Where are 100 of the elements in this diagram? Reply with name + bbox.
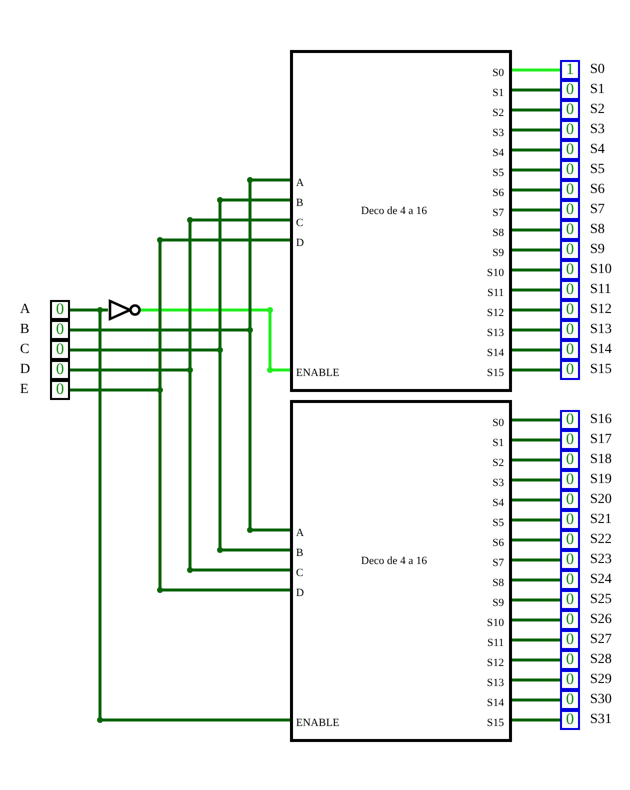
output-pin: 0	[560, 710, 580, 730]
wire	[510, 288, 560, 292]
output-pin: 0	[560, 80, 580, 100]
pin-label: S2	[590, 102, 605, 118]
pin-label: C	[296, 567, 304, 579]
input-pin: 0	[50, 380, 70, 400]
output-pin: 0	[560, 160, 580, 180]
pin-label: S24	[590, 572, 612, 588]
pin-label: S22	[590, 532, 612, 548]
output-pin: 0	[560, 220, 580, 240]
pin-label: S15	[486, 717, 504, 729]
output-pin: 0	[560, 650, 580, 670]
pin-label: S1	[492, 437, 504, 449]
wire	[510, 518, 560, 522]
pin-label: S6	[492, 187, 504, 199]
output-pin: 0	[560, 180, 580, 200]
pin-label: S12	[590, 302, 612, 318]
pin-label: S0	[492, 67, 504, 79]
pin-label: S21	[590, 512, 612, 528]
wire	[510, 108, 560, 112]
input-pin: 0	[50, 360, 70, 380]
wire	[510, 368, 560, 372]
decoder-chip	[290, 50, 512, 392]
pin-label: A	[296, 177, 304, 189]
pin-label: S14	[486, 347, 504, 359]
wire	[510, 438, 560, 442]
pin-label: S1	[492, 87, 504, 99]
pin-label: S12	[486, 307, 504, 319]
wire	[510, 268, 560, 272]
wire	[510, 658, 560, 662]
wire	[510, 328, 560, 332]
output-pin: 1	[560, 60, 580, 80]
pin-label: S3	[590, 122, 605, 138]
wire	[510, 458, 560, 462]
pin-label: S6	[492, 537, 504, 549]
pin-label: S9	[492, 597, 504, 609]
pin-label: S10	[486, 617, 504, 629]
pin-label: S12	[486, 657, 504, 669]
output-pin: 0	[560, 280, 580, 300]
pin-label: S23	[590, 552, 612, 568]
pin-label: S29	[590, 672, 612, 688]
output-pin: 0	[560, 590, 580, 610]
pin-label: ENABLE	[296, 367, 340, 379]
pin-label: A	[296, 527, 304, 539]
pin-label: S30	[590, 692, 612, 708]
output-pin: 0	[560, 120, 580, 140]
output-pin: 0	[560, 360, 580, 380]
pin-label: S14	[486, 697, 504, 709]
pin-label: S13	[590, 322, 612, 338]
pin-label: S11	[590, 282, 612, 298]
wire	[510, 128, 560, 132]
pin-label: S11	[487, 637, 504, 649]
wire	[510, 208, 560, 212]
not-gate	[108, 299, 142, 321]
pin-label: S2	[492, 107, 504, 119]
output-pin: 0	[560, 690, 580, 710]
pin-label: S8	[590, 222, 605, 238]
pin-label: S31	[590, 712, 612, 728]
pin-label: D	[20, 362, 30, 378]
wire	[510, 188, 560, 192]
wire	[510, 88, 560, 92]
pin-label: S5	[492, 517, 504, 529]
wire	[510, 678, 560, 682]
wire	[510, 718, 560, 722]
wire	[70, 348, 290, 552]
pin-label: B	[296, 197, 304, 209]
wire	[510, 638, 560, 642]
pin-label: S18	[590, 452, 612, 468]
wire	[510, 348, 560, 352]
output-pin: 0	[560, 320, 580, 340]
wire	[510, 558, 560, 562]
output-pin: 0	[560, 340, 580, 360]
pin-label: S15	[486, 367, 504, 379]
pin-label: S20	[590, 492, 612, 508]
pin-label: S4	[590, 142, 605, 158]
output-pin: 0	[560, 300, 580, 320]
output-pin: 0	[560, 430, 580, 450]
pin-label: A	[20, 302, 30, 318]
output-pin: 0	[560, 550, 580, 570]
pin-label: B	[296, 547, 304, 559]
wire	[510, 68, 560, 72]
wire	[510, 578, 560, 582]
pin-label: S19	[590, 472, 612, 488]
input-pin: 0	[50, 300, 70, 320]
pin-label: S5	[590, 162, 605, 178]
pin-label: S0	[590, 62, 605, 78]
pin-label: D	[296, 587, 304, 599]
wire	[510, 168, 560, 172]
pin-label: S6	[590, 182, 605, 198]
output-pin: 0	[560, 470, 580, 490]
wire	[510, 148, 560, 152]
wire	[510, 618, 560, 622]
output-pin: 0	[560, 670, 580, 690]
output-pin: 0	[560, 530, 580, 550]
pin-label: S26	[590, 612, 612, 628]
output-pin: 0	[560, 140, 580, 160]
output-pin: 0	[560, 630, 580, 650]
decoder-chip	[290, 400, 512, 742]
pin-label: E	[20, 382, 29, 398]
pin-label: S11	[487, 287, 504, 299]
